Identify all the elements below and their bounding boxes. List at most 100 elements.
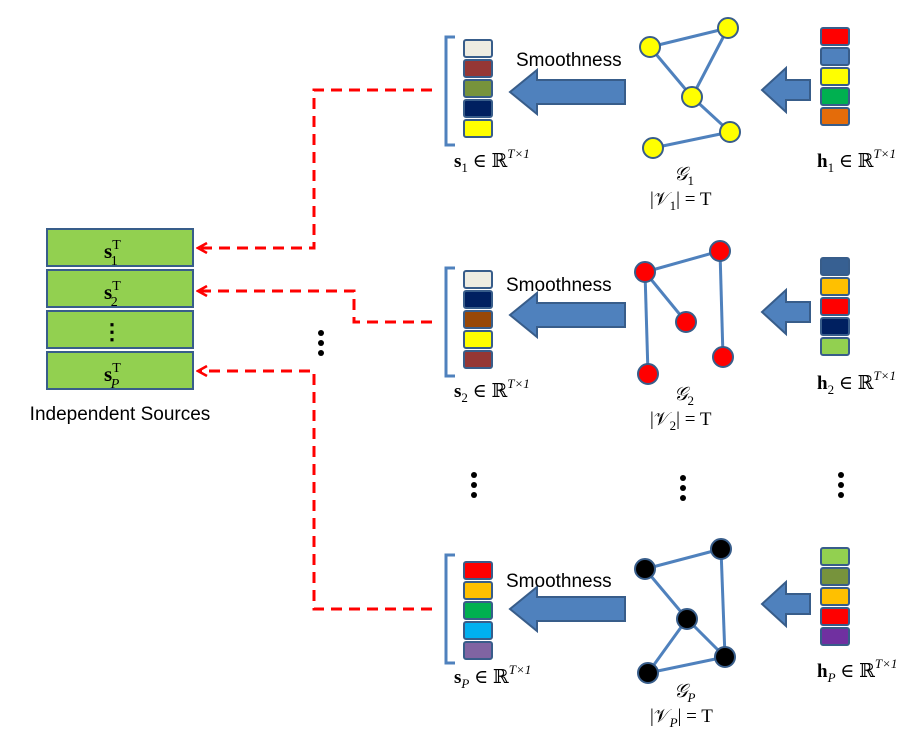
hp-cell-3 [820,587,850,606]
h1-cell-1 [820,27,850,46]
smoothness-label-1: Smoothness [516,50,622,71]
s2-label: s2 ∈ ℝT×1 [454,376,530,405]
sp-label: sP ∈ ℝT×1 [454,662,531,691]
ellipsis-s-column [471,472,477,498]
graph-p-node-4 [714,646,736,668]
h2-vector [820,257,850,356]
graph-p-node-3 [676,608,698,630]
smoothness-label-2: Smoothness [506,275,612,296]
graph-1-node-1 [639,36,661,58]
s2-cell-3 [463,310,493,329]
sp-cell-1 [463,561,493,580]
s1-bracket [444,35,455,147]
s1-cell-5 [463,119,493,138]
graph-p-node-5 [637,662,659,684]
connector-row-2 [198,291,432,324]
graph-2-node-2 [709,240,731,262]
s1-cell-1 [463,39,493,58]
connector-row-p [198,371,432,611]
graph-1-node-2 [717,17,739,39]
row-p: Smoothness sP ∈ ℝT×1 hP ∈ ℝT×1 𝒢P |𝒱P| =… [444,538,897,730]
source-row-p [46,351,194,390]
graph-2-node-4 [712,346,734,368]
source-label-ellipsis: ⋮ [101,319,123,344]
row-1: Smoothness s1 ∈ ℝT×1 h1 ∈ ℝT×1 𝒢1 |𝒱1| =… [444,17,896,213]
h1-cell-2 [820,47,850,66]
sp-cell-5 [463,641,493,660]
hp-cell-2 [820,567,850,586]
h2-cell-3 [820,297,850,316]
h2-cell-4 [820,317,850,336]
hp-cell-4 [820,607,850,626]
graph-2-nodes [634,240,734,385]
h2-cell-1 [820,257,850,276]
hp-label: hP ∈ ℝT×1 [817,656,897,685]
sp-cell-4 [463,621,493,640]
vertex-count-p: |𝒱P| = T [650,706,713,730]
h2-cell-5 [820,337,850,356]
input-arrow-2 [760,287,811,337]
graph-1-node-3 [681,86,703,108]
independent-sources-label: Independent Sources [30,404,211,425]
s1-cell-4 [463,99,493,118]
h1-label: h1 ∈ ℝT×1 [817,146,896,175]
hp-vector [820,547,850,646]
dashed-connectors [198,88,432,611]
s2-cell-2 [463,290,493,309]
vertex-count-1: |𝒱1| = T [650,189,712,213]
graph-2-node-5 [637,363,659,385]
s2-cell-1 [463,270,493,289]
h1-vector [820,27,850,126]
connector-row-1 [198,88,432,248]
s2-bracket [444,266,455,378]
sp-cell-2 [463,581,493,600]
input-arrow-p [760,579,811,629]
s1-vector [463,39,493,138]
source-row-ellipsis [46,310,194,349]
h1-cell-3 [820,67,850,86]
s1-cell-2 [463,59,493,78]
graph-2-node-1 [634,261,656,283]
graph-p-label: 𝒢P [674,681,696,705]
graph-1-node-4 [719,121,741,143]
s2-vector [463,270,493,369]
smoothness-arrow-2 [508,290,626,340]
sp-vector [463,561,493,660]
smoothness-label-p: Smoothness [506,571,612,592]
s2-cell-4 [463,330,493,349]
s2-cell-5 [463,350,493,369]
ellipsis-sources [318,330,324,356]
h1-cell-4 [820,87,850,106]
ellipsis-dots [318,330,844,501]
graph-1-label: 𝒢1 [674,164,694,188]
source-row-2 [46,269,194,308]
hp-cell-5 [820,627,850,646]
source-row-1 [46,228,194,267]
graph-p-node-2 [710,538,732,560]
input-arrow-1 [760,65,811,115]
ellipsis-h-column [838,472,844,498]
ellipsis-graph-column [680,475,686,501]
graph-1-nodes [639,17,741,159]
s1-cell-3 [463,79,493,98]
graph-1-node-5 [642,137,664,159]
hp-cell-1 [820,547,850,566]
graph-2-label: 𝒢2 [674,384,694,408]
h2-label: h2 ∈ ℝT×1 [817,368,896,397]
h2-cell-2 [820,277,850,296]
row-2: Smoothness s2 ∈ ℝT×1 h2 ∈ ℝT×1 𝒢2 |𝒱2| =… [444,240,896,433]
sp-bracket [444,553,455,665]
graph-p-nodes [634,538,736,684]
smoothness-arrow-1 [508,67,626,117]
graph-2-node-3 [675,311,697,333]
graph-p-node-1 [634,558,656,580]
sp-cell-3 [463,601,493,620]
vertex-count-2: |𝒱2| = T [650,409,712,433]
smoothness-arrow-p [508,584,626,634]
h1-cell-5 [820,107,850,126]
